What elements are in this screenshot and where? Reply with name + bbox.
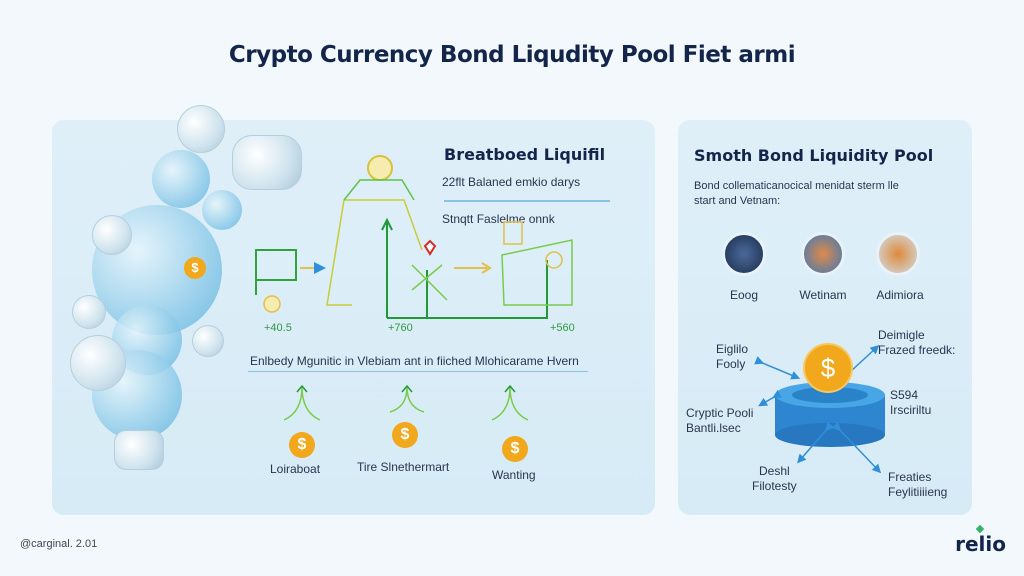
callout-arrow [758,389,783,407]
page-title: Crypto Currency Bond Liqudity Pool Fiet … [228,42,796,68]
brand-logo: relio [955,532,1006,556]
item-label: Wanting [492,468,536,482]
decor-bubble [192,325,224,357]
callout-arrow [843,344,880,379]
decor-bubble [177,105,225,153]
coin-icon: $ [289,432,315,458]
decor-bubble [202,190,242,230]
footer-credit: @carginal. 2.01 [20,538,98,550]
decor-bubble [152,150,210,208]
flow-diagram [255,155,610,319]
callout-arrow [754,356,801,380]
value-label: +40.5 [264,322,292,334]
coin-icon: $ [392,422,418,448]
dollar-symbol: $ [820,353,836,383]
item-label: Loiraboat [270,462,321,476]
pool-desc: start and Vetnam: [694,195,781,207]
up-arrows [283,384,529,421]
heart-icon [423,239,437,256]
value-label: +760 [388,322,413,334]
decor-bubble [232,135,302,190]
pool-desc: Bond collematicanocical menidat sterm ll… [694,180,899,192]
avatar [801,232,845,276]
box-shape [501,239,573,306]
divider [248,371,588,372]
dollar-coin-icon [803,343,853,393]
decor-bubble [114,430,164,470]
value-label: +560 [550,322,575,334]
coin-icon: $ [184,257,206,279]
avatar-label: Adimiora [876,288,924,302]
left-panel: $ Breatboed Liquifil 22flt Balaned emkio… [52,105,655,515]
avatar-label: Wetinam [799,288,847,302]
decor-bubble [92,215,132,255]
avatar [876,232,920,276]
avatar-label: Eoog [729,288,759,302]
decor-bubble [70,335,126,391]
box-shape [255,249,297,281]
callout-arrow [797,421,835,464]
pool-diagram [754,343,885,474]
coin-icon: $ [502,436,528,462]
diagram-caption: Enlbedy Mgunitic in Vlebiam ant in fiich… [250,354,579,368]
diagram-subtext: Stnqtt Faslelme onnk [442,212,555,226]
right-panel: Smoth Bond Liquidity Pool Bond collemati… [678,120,972,515]
pool-heading: Smoth Bond Liquidity Pool [694,146,934,165]
callout-arrow [831,421,882,474]
item-label: Tire Slnethermart [357,460,450,474]
diagram-heading: Breatboed Liquifil [444,145,606,164]
person-icon [367,155,393,181]
decor-bubble [72,295,106,329]
diagram-subtext: 22flt Balaned emkio darys [442,175,581,189]
avatar [722,232,766,276]
